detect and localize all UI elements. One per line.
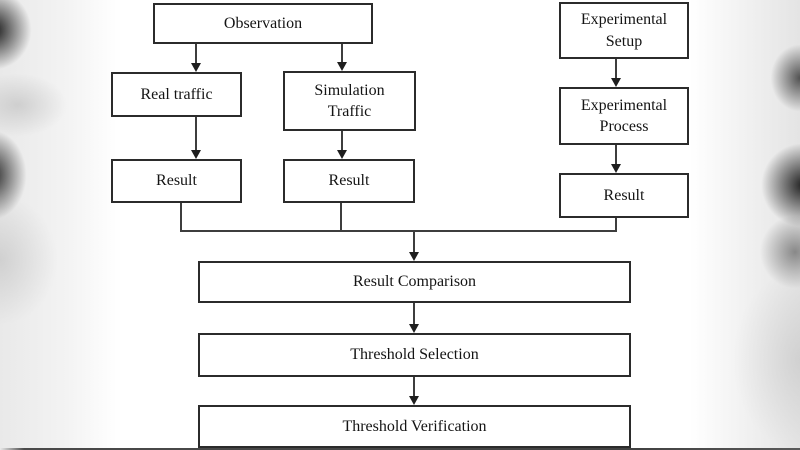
edge-real-traffic-to-result	[195, 117, 197, 150]
node-result-comparison: Result Comparison	[198, 261, 631, 303]
edge-simulation-traffic-to-result-arrowhead	[337, 150, 347, 159]
edge-merge-to-result-comparison	[413, 230, 415, 252]
merge-line-horizontal	[180, 230, 617, 232]
node-result-real-traffic: Result	[111, 159, 242, 203]
right-blur-band	[683, 0, 800, 450]
edge-simulation-traffic-to-result	[341, 131, 343, 150]
node-observation: Observation	[153, 3, 373, 44]
merge-line-from-result-middle	[340, 203, 342, 232]
bottom-frame-edge	[0, 448, 800, 450]
edge-result-comparison-to-threshold-selection	[413, 303, 415, 324]
edge-threshold-selection-to-verification-arrowhead	[409, 396, 419, 405]
edge-experimental-setup-to-process	[615, 59, 617, 78]
merge-line-from-result-right	[615, 218, 617, 232]
node-result-simulation-traffic: Result	[283, 159, 415, 203]
edge-experimental-setup-to-process-arrowhead	[611, 78, 621, 87]
node-experimental-setup: Experimental Setup	[559, 2, 689, 59]
node-real-traffic: Real traffic	[111, 72, 242, 117]
edge-observation-to-real-traffic-arrowhead	[191, 63, 201, 72]
edge-experimental-process-to-result	[615, 145, 617, 164]
edge-result-comparison-to-threshold-selection-arrowhead	[409, 324, 419, 333]
node-threshold-verification: Threshold Verification	[198, 405, 631, 448]
edge-experimental-process-to-result-arrowhead	[611, 164, 621, 173]
node-experimental-process: Experimental Process	[559, 87, 689, 145]
edge-real-traffic-to-result-arrowhead	[191, 150, 201, 159]
node-simulation-traffic: Simulation Traffic	[283, 71, 416, 131]
edge-observation-to-real-traffic	[195, 44, 197, 63]
edge-observation-to-simulation-traffic	[341, 44, 343, 62]
edge-merge-to-result-comparison-arrowhead	[409, 252, 419, 261]
node-threshold-selection: Threshold Selection	[198, 333, 631, 377]
edge-observation-to-simulation-traffic-arrowhead	[337, 62, 347, 71]
merge-line-from-result-left	[180, 203, 182, 232]
node-result-experimental: Result	[559, 173, 689, 218]
edge-threshold-selection-to-verification	[413, 377, 415, 396]
left-blur-band	[0, 0, 122, 450]
